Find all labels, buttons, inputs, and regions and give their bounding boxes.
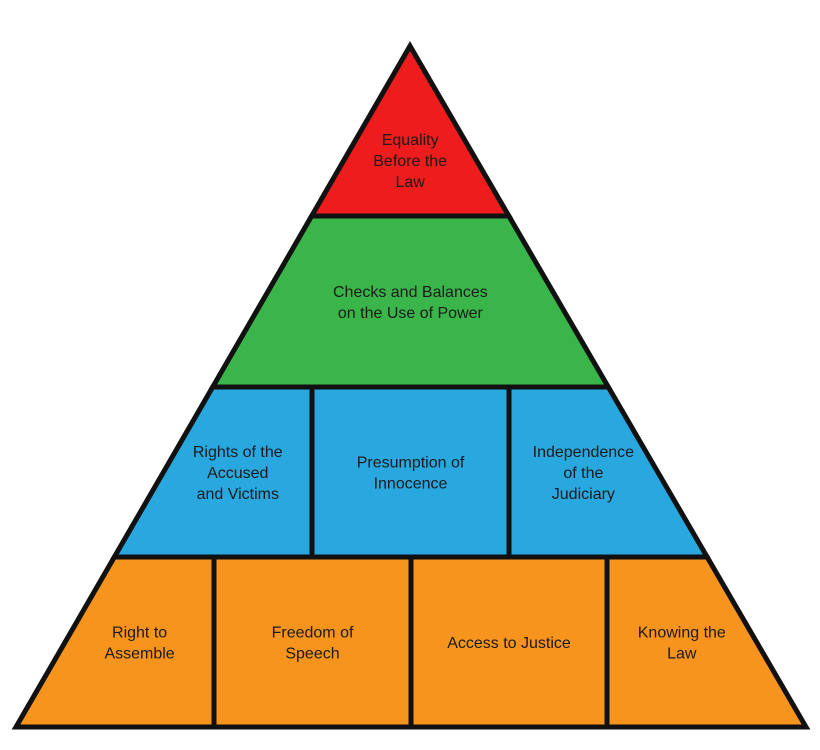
label-line: Presumption of xyxy=(357,455,465,472)
base-cell-2-label: Freedom of Speech xyxy=(272,625,354,663)
label-line: Access to Justice xyxy=(447,635,571,652)
label-line: Checks and Balances xyxy=(333,284,488,301)
base-cell-2 xyxy=(211,554,414,730)
label-line: on the Use of Power xyxy=(338,305,484,322)
third-cell-2 xyxy=(309,384,512,560)
label-line: Judiciary xyxy=(552,486,615,503)
label-line: of the xyxy=(563,465,603,482)
label-line: Innocence xyxy=(374,476,448,493)
label-line: Speech xyxy=(285,646,339,663)
base-cell-4 xyxy=(604,554,811,730)
label-line: and Victims xyxy=(197,486,279,503)
label-line: Independence xyxy=(533,444,635,461)
label-line: Rights of the xyxy=(193,444,283,461)
label-line: Before the xyxy=(373,153,447,170)
label-line: Assemble xyxy=(104,646,174,663)
label-line: Law xyxy=(395,174,425,191)
label-line: Equality xyxy=(382,132,439,149)
label-line: Knowing the xyxy=(638,625,726,642)
label-line: Law xyxy=(667,646,697,663)
third-cell-3 xyxy=(506,384,712,560)
second-cell-1 xyxy=(208,213,613,390)
third-cell-2-label: Presumption of Innocence xyxy=(357,455,465,493)
label-line: Right to xyxy=(112,625,167,642)
base-cell-1 xyxy=(11,554,217,730)
base-cell-3-label: Access to Justice xyxy=(447,635,571,652)
label-line: Accused xyxy=(207,465,268,482)
second-cell-1-label: Checks and Balances on the Use of Power xyxy=(333,284,488,322)
label-line: Freedom of xyxy=(272,625,354,642)
base-cell-1-label: Right to Assemble xyxy=(104,625,174,663)
